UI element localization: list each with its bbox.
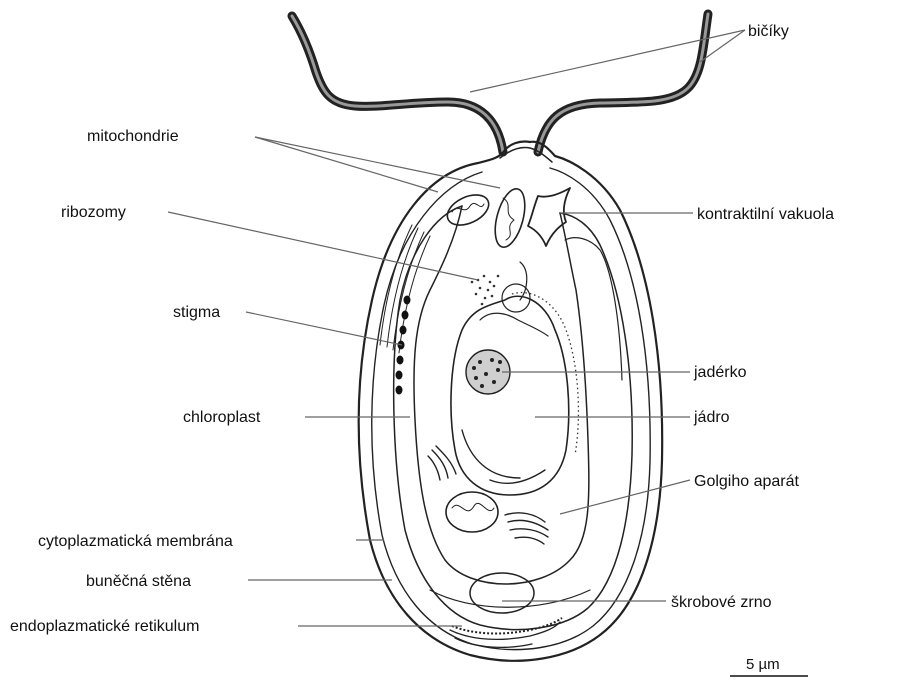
nucleolus-granule <box>472 366 476 370</box>
mitochondrion-3 <box>446 492 498 532</box>
ribosome-dot <box>487 289 490 292</box>
cell-body <box>359 141 663 660</box>
label-nucleolus: jadérko <box>693 364 747 381</box>
stigma-granule <box>396 371 403 380</box>
golgi-cisterna <box>515 537 544 544</box>
nuclear-envelope <box>451 296 569 495</box>
contractile-vacuole <box>528 188 570 246</box>
ribosome-dot <box>484 297 487 300</box>
stigma-granule <box>404 296 411 305</box>
chloroplast-inner <box>414 206 589 584</box>
label-contractile-vacuole: kontraktilní vakuola <box>697 206 834 223</box>
label-cell-wall: buněčná stěna <box>86 573 191 590</box>
scale-bar-label: 5 µm <box>746 656 780 673</box>
stigma-granule <box>400 326 407 335</box>
nucleolus-granule <box>496 368 500 372</box>
er-strand <box>462 430 520 478</box>
flagellar-base <box>500 147 552 162</box>
nucleolus-granule <box>492 380 496 384</box>
ribosome-dot <box>489 281 492 284</box>
label-nucleus: jádro <box>693 409 730 426</box>
mitochondria-top <box>443 186 531 251</box>
mitochondrion-1 <box>443 189 494 231</box>
er-strand <box>490 470 545 483</box>
flagellum-left <box>292 16 503 152</box>
chloroplast-right-lobe <box>565 238 622 380</box>
golgi-cisterna <box>428 456 440 480</box>
er-strand <box>520 262 527 300</box>
chloroplast-bottom-line <box>430 590 590 607</box>
flagella <box>292 14 708 152</box>
crista <box>452 503 494 510</box>
nucleolus-granule <box>484 372 488 376</box>
endoplasmic-reticulum-bottom <box>450 618 562 647</box>
ribosome-dot <box>479 287 482 290</box>
label-golgi: Golgiho aparát <box>694 473 800 490</box>
ribosome-dot <box>483 275 486 278</box>
ribosome-dot <box>475 293 478 296</box>
label-chloroplast: chloroplast <box>183 409 261 426</box>
nucleolus-granule <box>498 360 502 364</box>
lower-organelles <box>428 430 548 544</box>
leader-lines <box>168 30 745 626</box>
ribosome-dot <box>497 275 500 278</box>
label-cytoplasmic-membrane: cytoplazmatická membrána <box>38 533 233 550</box>
flagellum-right-core <box>538 14 708 152</box>
label-stigma: stigma <box>173 304 220 321</box>
stigma-granule <box>396 386 403 395</box>
ribosome-dot <box>471 281 474 284</box>
labels: bičíky mitochondrie ribozomy stigma chlo… <box>10 23 834 635</box>
scale-bar: 5 µm <box>730 656 808 676</box>
chloroplast <box>380 206 632 630</box>
label-er: endoplazmatické retikulum <box>10 618 199 635</box>
label-starch: škrobové zrno <box>671 594 772 611</box>
er-strand <box>480 313 548 336</box>
nucleolus-granule <box>490 358 494 362</box>
leader-stigma <box>246 312 402 345</box>
crista <box>452 203 484 212</box>
cytoplasmic-membrane-outline <box>372 168 650 650</box>
nucleolus-granule <box>480 384 484 388</box>
leader-mito-2 <box>255 137 500 188</box>
label-ribosomes: ribozomy <box>61 204 126 221</box>
crista <box>503 198 514 240</box>
nucleolus-granule <box>478 360 482 364</box>
nucleolus-granule <box>474 376 478 380</box>
mitochondrion-2 <box>490 186 531 251</box>
leader-mito-1 <box>255 137 438 192</box>
flagellum-right <box>538 14 708 152</box>
ribosome-dot <box>493 285 496 288</box>
cell-wall-outline <box>359 141 663 660</box>
stigma-granule <box>397 356 404 365</box>
er-strand <box>450 622 560 639</box>
ribosome-dot <box>481 303 484 306</box>
label-flagella: bičíky <box>748 23 789 40</box>
stigma-granule <box>402 311 409 320</box>
golgi-cisterna <box>510 529 548 537</box>
leader-ribosomes <box>168 212 478 280</box>
ribosome-dot <box>491 295 494 298</box>
label-mitochondria: mitochondrie <box>87 128 179 145</box>
leader-golgi <box>560 480 690 514</box>
